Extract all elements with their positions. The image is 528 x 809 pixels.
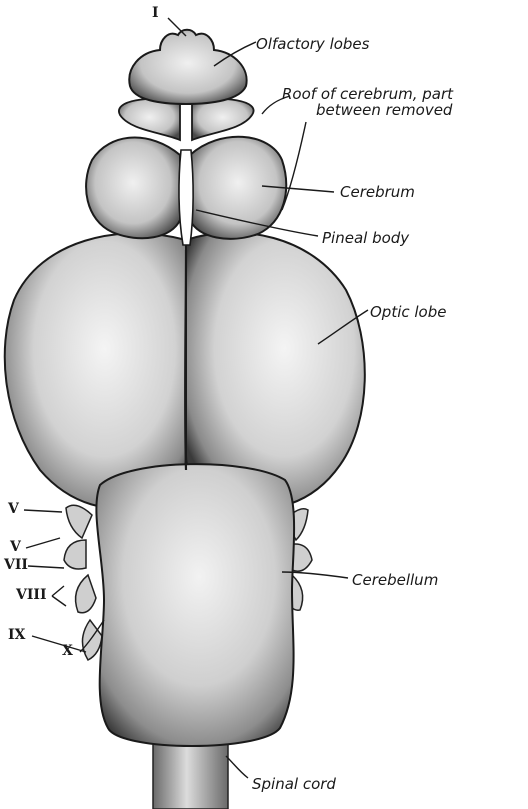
nerve-label-v-lower: V — [10, 540, 21, 555]
nerve-label-i: I — [152, 6, 159, 21]
nerve-label-ix: IX — [8, 628, 25, 643]
label-roof-of-cerebrum-line2: between removed — [316, 102, 452, 118]
nerve-roots-left — [64, 505, 102, 660]
olfactory-lobes — [129, 30, 246, 104]
cerebrum-right — [190, 137, 286, 239]
label-optic-lobe: Optic lobe — [370, 304, 447, 320]
label-cerebrum: Cerebrum — [340, 184, 415, 200]
label-cerebellum: Cerebellum — [352, 572, 438, 588]
label-pineal-body: Pineal body — [322, 230, 409, 246]
nerve-label-vii: VII — [4, 558, 28, 573]
label-roof-of-cerebrum-line1: Roof of cerebrum, part — [282, 86, 453, 102]
roof-of-cerebrum-right — [192, 99, 254, 140]
nerve-label-v-upper: V — [8, 502, 19, 517]
label-spinal-cord: Spinal cord — [252, 776, 336, 792]
label-olfactory-lobes: Olfactory lobes — [256, 36, 369, 52]
pineal-body — [179, 150, 193, 245]
roof-of-cerebrum — [119, 99, 180, 140]
nerve-label-x: X — [62, 644, 73, 659]
spinal-cord — [153, 740, 228, 809]
nerve-label-viii: VIII — [16, 588, 47, 603]
midline-fissure — [185, 250, 186, 470]
cerebrum-left — [86, 138, 180, 239]
cerebellum — [96, 464, 294, 746]
